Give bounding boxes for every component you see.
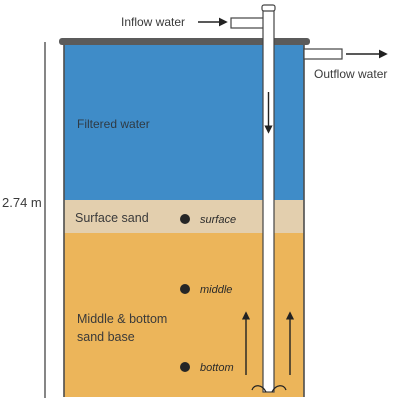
outflow-pipe bbox=[303, 48, 343, 60]
tank-lid bbox=[59, 38, 310, 45]
sand-base-label-line2: sand base bbox=[77, 330, 135, 344]
sample-label-middle: middle bbox=[200, 284, 232, 296]
outlet-curl-right bbox=[271, 385, 287, 393]
outflow-label: Outflow water bbox=[314, 67, 387, 81]
sample-label-bottom: bottom bbox=[200, 362, 234, 374]
inflow-pipe bbox=[230, 17, 266, 29]
sample-dot-middle bbox=[180, 284, 190, 294]
sand-base-label-line1: Middle & bottom bbox=[77, 312, 167, 326]
central-pipe-cap bbox=[261, 4, 276, 12]
height-label: 2.74 m bbox=[2, 195, 42, 210]
sample-dot-bottom bbox=[180, 362, 190, 372]
filtered-water-label: Filtered water bbox=[77, 117, 150, 131]
sample-label-surface: surface bbox=[200, 214, 236, 226]
central-pipe bbox=[262, 7, 275, 393]
inflow-label: Inflow water bbox=[121, 15, 185, 29]
surface-sand-label: Surface sand bbox=[75, 211, 149, 225]
outlet-curl-left bbox=[251, 385, 267, 393]
sample-dot-surface bbox=[180, 214, 190, 224]
